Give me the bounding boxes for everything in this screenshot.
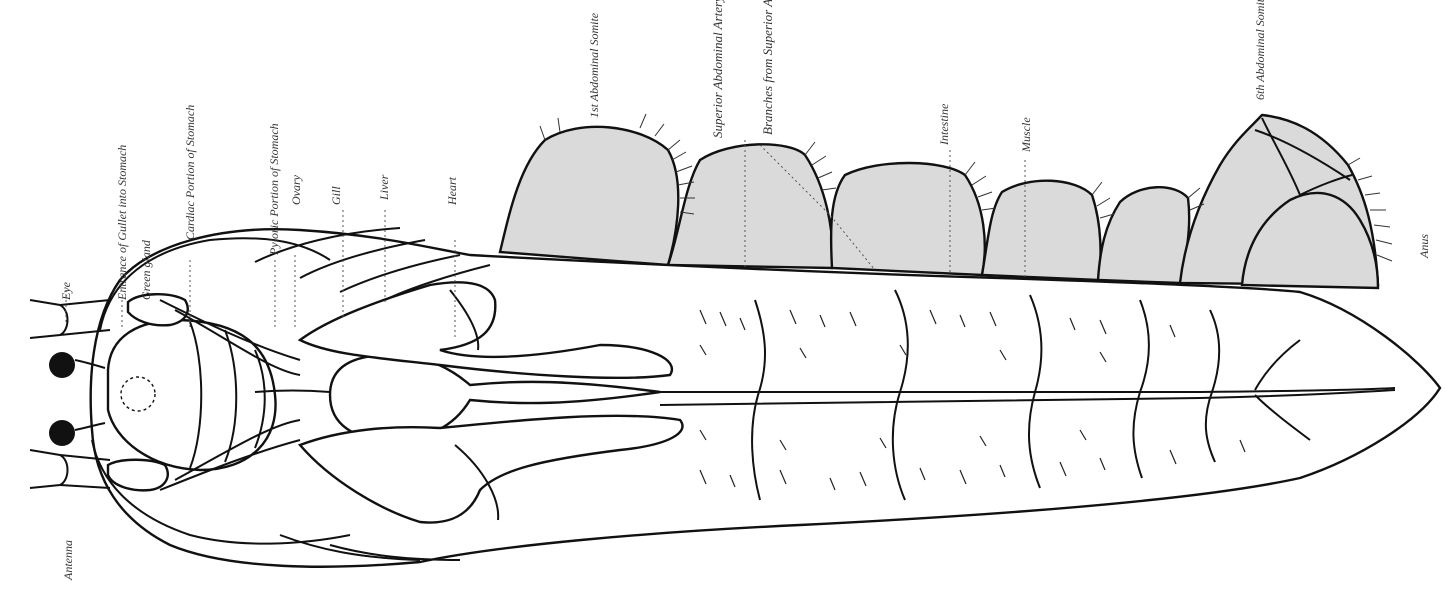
label-cardiac-stomach: Cardiac Portion of Stomach [183,105,197,240]
label-pyloric-stomach: Pyloric Portion of Stomach [267,123,281,256]
label-entrance-gullet: Entrance of Gullet into Stomach [115,145,129,301]
somite-5 [1098,187,1189,283]
label-green-gland: Green gland [139,239,153,300]
eye-icon [49,352,75,378]
label-eye: Eye [59,281,73,301]
label-branches-artery: Branches from Superior Abdominal Artery [760,0,775,135]
label-anus: Anus [1417,234,1431,259]
label-muscle: Muscle [1019,117,1033,153]
label-sixth-abdominal: 6th Abdominal Somite [1253,0,1267,100]
somite-1 [500,127,678,265]
label-first-abdominal: 1st Abdominal Somite [587,12,601,118]
label-antenna: Antenna [61,540,75,581]
label-ovary: Ovary [289,174,303,205]
label-intestine: Intestine [937,103,951,146]
somite-2 [668,144,833,268]
label-liver: Liver [377,174,391,201]
label-gill: Gill [329,186,343,205]
label-heart: Heart [445,176,459,206]
somite-4 [982,181,1100,280]
somite-3 [831,163,985,275]
label-superior-artery: Superior Abdominal Artery [710,0,725,138]
eye-icon-lower [49,420,75,446]
